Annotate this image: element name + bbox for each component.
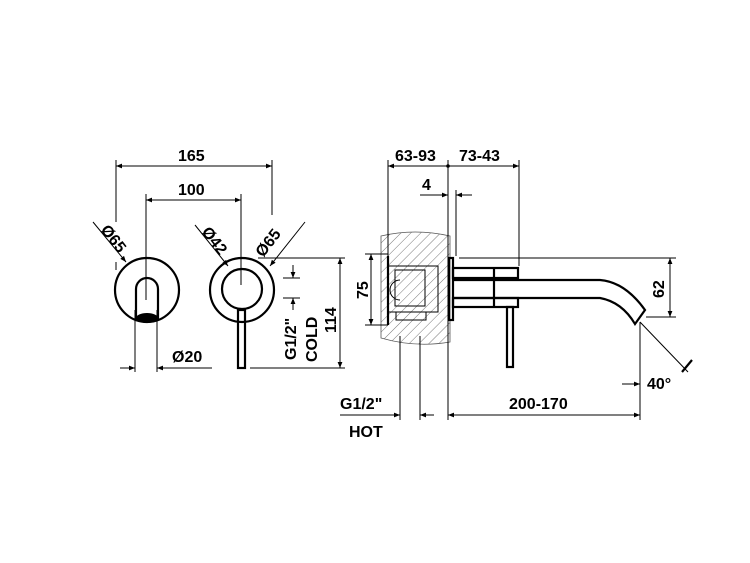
wall-plate (447, 256, 455, 322)
dimension-73-43-label: 73-43 (459, 148, 500, 165)
dimension-75-label: 75 (355, 281, 372, 299)
diameter-42-label: Ø42 (198, 224, 230, 258)
spout (453, 278, 647, 327)
wall-section (380, 231, 451, 345)
lever-side (505, 305, 515, 369)
dimension-100-label: 100 (178, 182, 205, 199)
mixer-plate (208, 256, 276, 324)
hot-thread-label: G1/2" (340, 396, 382, 413)
spout-aerator (136, 313, 158, 323)
diameter-20-label: Ø20 (172, 349, 202, 366)
hot-label: HOT (349, 424, 383, 441)
dimension-4-label: 4 (422, 177, 431, 194)
lever-base (220, 267, 264, 311)
cold-thread-label: G1/2" (283, 318, 300, 360)
leader-diameter-65-left (92, 221, 127, 263)
dimension-62-label: 62 (651, 280, 668, 298)
dimension-165-label: 165 (178, 148, 205, 165)
lever-handle (236, 308, 247, 370)
side-view: 63-93 73-43 4 75 62 40° G1/2" HOT 200-17… (340, 148, 693, 441)
cold-label: COLD (304, 317, 321, 362)
dimension-114-label: 114 (323, 307, 340, 333)
dimension-200-170-label: 200-170 (509, 396, 568, 413)
diameter-65-left-label: Ø65 (97, 222, 129, 256)
dimension-63-93-label: 63-93 (395, 148, 436, 165)
angle-40-label: 40° (647, 376, 671, 393)
spout-plate (113, 256, 181, 324)
spout-outlet (134, 276, 160, 320)
diameter-65-right-label: Ø65 (253, 226, 285, 260)
front-view: 165 100 Ø65 Ø20 Ø42 Ø65 G1/2" COLD 114 (92, 148, 345, 372)
